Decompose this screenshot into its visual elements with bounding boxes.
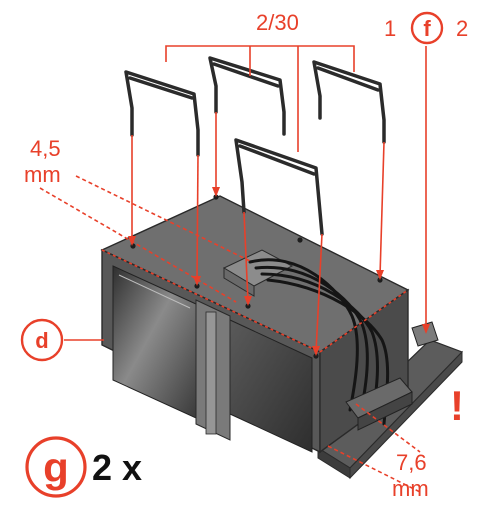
step-g-label: g [43, 444, 69, 491]
step-f-circle [410, 11, 444, 45]
part-number-label: 2/30 [256, 10, 299, 35]
railing-parts [124, 56, 386, 236]
railing-4 [234, 138, 324, 236]
step-g-circle [25, 436, 87, 498]
quantity-label: 2 x [92, 447, 142, 488]
dim-bottom-value: 7,6 [396, 450, 427, 475]
station-building-model [100, 195, 464, 480]
step-left-label: 1 [384, 16, 396, 41]
dim-top-unit: mm [24, 162, 61, 187]
step-f-label: f [423, 16, 431, 41]
dim-bottom-unit: mm [392, 476, 429, 501]
arrowheads [128, 187, 430, 356]
railing-2 [208, 56, 286, 136]
circle-d [20, 318, 64, 362]
part-bracket [165, 45, 355, 72]
dim-top-value: 4,5 [30, 136, 61, 161]
leader-lines [39, 45, 427, 493]
warning-mark: ! [450, 382, 464, 429]
step-right-label: 2 [456, 16, 468, 41]
railing-1 [124, 70, 200, 157]
circle-d-label: d [35, 328, 48, 353]
railing-3 [312, 60, 386, 144]
